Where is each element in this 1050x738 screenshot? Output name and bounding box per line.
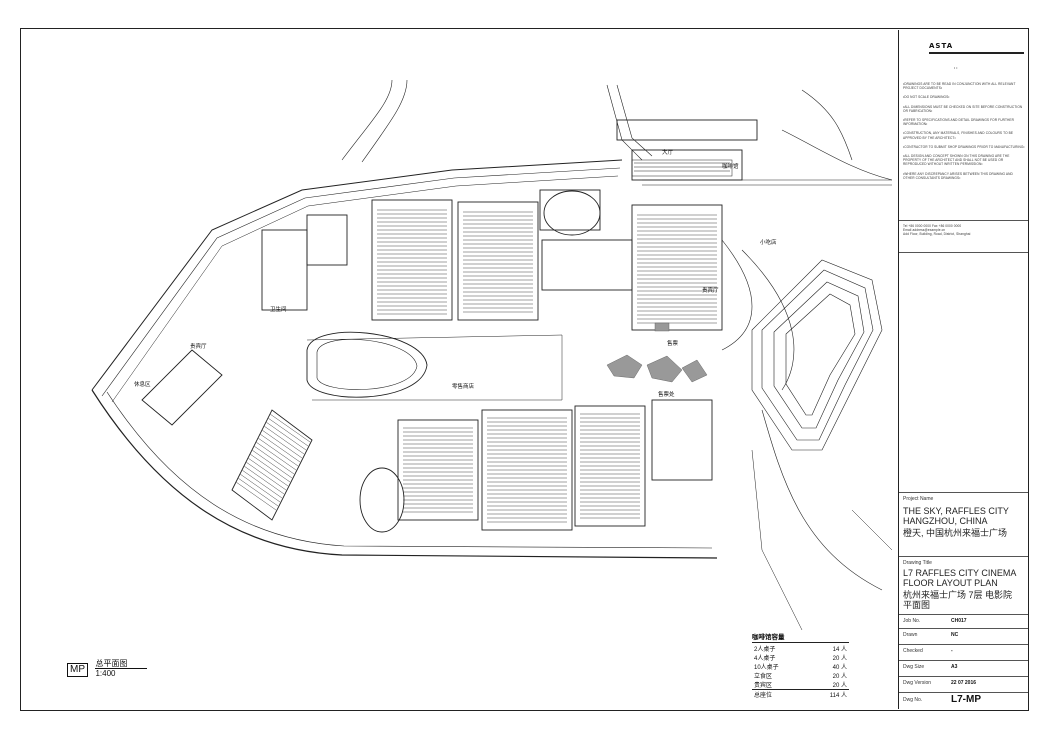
firm-logo: ASTA — [929, 42, 954, 50]
seat-row — [247, 457, 289, 487]
row-name: 10人桌子 — [754, 665, 779, 671]
seat-row — [259, 433, 301, 463]
dots: • • — [954, 66, 958, 70]
seat-row — [243, 465, 285, 495]
seat-row — [237, 477, 279, 507]
seat-row — [255, 441, 297, 471]
table-row: 立食区 20 人 — [752, 671, 849, 680]
floor-plan-drawing: 大厅 咖啡馆 小吃店 贵宾厅 贵宾厅 休息区 零售商店 售票 售票处 卫生间 — [91, 79, 893, 631]
note: •DRAWINGS ARE TO BE READ IN CONJUNCTION … — [903, 82, 1016, 91]
note: •DO NOT SCALE DRAWINGS• — [903, 95, 950, 100]
field-label: Checked — [903, 648, 923, 654]
seat-row — [235, 481, 277, 511]
seat-row — [267, 417, 309, 447]
note: •ALL DIMENSIONS MUST BE CHECKED ON SITE … — [903, 104, 1023, 113]
note: •CONSTRUCTION, ANY MATERIALS, FINISHES A… — [903, 131, 1014, 140]
note: •ALL DESIGN AND CONCEPT SHOWN ON THIS DR… — [903, 154, 1010, 167]
seat-row — [239, 473, 281, 503]
drawing-title-label: Drawing Title — [903, 560, 932, 566]
table-total-row: 总座位 114 人 — [752, 689, 849, 699]
row-count: 40 人 — [832, 665, 847, 671]
row-count: 20 人 — [832, 656, 847, 662]
notes-list: •DRAWINGS ARE TO BE READ IN CONJUNCTION … — [903, 82, 1025, 185]
drawing-sheet-border — [20, 28, 1029, 711]
drawing-code: MP — [67, 663, 88, 677]
drawing-scale: 1:400 — [95, 669, 116, 678]
logo-underline — [929, 52, 1024, 54]
row-name: 2人桌子 — [754, 647, 776, 653]
plan-label-kiosk: 售票 — [667, 339, 679, 347]
seat-row — [263, 425, 305, 455]
note: •CONTRACTOR TO SUBMIT SHOP DRAWINGS PRIO… — [903, 144, 1025, 149]
project-name-cn: 橙天, 中国杭州来福士广场 — [903, 528, 1008, 538]
row-count: 20 人 — [832, 674, 847, 680]
plan-label-snack: 小吃店 — [760, 238, 777, 246]
total-name: 总座位 — [754, 693, 773, 699]
plan-label-ticket: 售票处 — [658, 390, 675, 398]
field-value: 22 07 2016 — [951, 680, 977, 686]
seat-row — [249, 453, 291, 483]
plan-label-cafe: 咖啡馆 — [722, 162, 739, 170]
row-name: 贵宾区 — [754, 683, 773, 689]
plan-label-vip2: 贵宾厅 — [190, 342, 207, 350]
seat-row — [241, 469, 283, 499]
plan-label-vip1: 贵宾厅 — [702, 286, 719, 294]
cafe-table-title: 咖啡馆容量 — [752, 631, 849, 643]
cafe-capacity-table: 咖啡馆容量 2人桌子 14 人 4人桌子 20 人 10人桌子 40 人 立食区 20 … — [752, 631, 849, 699]
field-label: Dwg Size — [903, 664, 925, 670]
plan-label-lobby: 大厅 — [662, 148, 674, 156]
seat-row — [251, 449, 293, 479]
field-value: - — [951, 648, 953, 654]
table-row: 10人桌子 40 人 — [752, 662, 849, 671]
seat-row — [253, 445, 295, 475]
contact-line: Email address@example.cn — [903, 228, 946, 233]
plan-label-retail: 零售商店 — [452, 382, 475, 390]
contact-info: Tel +86 0000 0000 Fax +86 0000 0000 Emai… — [903, 224, 1025, 237]
seat-row — [261, 429, 303, 459]
note: •WHERE ANY DISCREPANCY ARISES BETWEEN TH… — [903, 171, 1013, 180]
field-value: A3 — [951, 664, 958, 670]
row-count: 14 人 — [832, 647, 847, 653]
project-name-en: THE SKY, RAFFLES CITY HANGZHOU, CHINA — [903, 506, 1009, 526]
dwg-no: L7-MP — [951, 694, 981, 705]
note: •REFER TO SPECIFICATIONS AND DETAIL DRAW… — [903, 118, 1015, 127]
row-name: 立食区 — [754, 674, 773, 680]
table-row: 贵宾区 20 人 — [752, 680, 849, 690]
field-label: Drawn — [903, 632, 918, 638]
drawing-title-cn: 杭州来福士广场 7层 电影院平面图 — [903, 590, 1013, 610]
total-count: 114 人 — [829, 693, 847, 699]
drawing-label: MP 总平面图 1:400 — [67, 659, 148, 678]
field-value: NC — [951, 632, 959, 638]
seat-row — [257, 437, 299, 467]
field-value: CH017 — [951, 618, 967, 624]
contact-line: Add Floor, Building, Road, District, Sha… — [903, 232, 971, 237]
seat-row — [245, 461, 287, 491]
plan-label-toilet: 卫生间 — [270, 305, 287, 313]
table-row: 2人桌子 14 人 — [752, 644, 849, 653]
row-name: 4人桌子 — [754, 656, 776, 662]
contact-line: Tel +86 0000 0000 Fax +86 0000 0000 — [903, 224, 962, 228]
seat-row — [265, 421, 307, 451]
table-row: 4人桌子 20 人 — [752, 653, 849, 662]
field-label: Job No. — [903, 618, 921, 624]
dwg-no-label: Dwg No. — [903, 697, 923, 703]
seat-row — [269, 413, 311, 443]
row-count: 20 人 — [832, 683, 847, 689]
field-label: Dwg Version — [903, 680, 932, 686]
drawing-label-title: 总平面图 — [95, 659, 148, 669]
title-block: ASTA • • •DRAWINGS ARE TO BE READ IN CON… — [898, 30, 1028, 709]
drawing-title-en: L7 RAFFLES CITY CINEMA FLOOR LAYOUT PLAN — [903, 568, 1016, 588]
project-name-label: Project Name — [903, 496, 934, 502]
plan-label-lounge: 休息区 — [134, 380, 151, 388]
